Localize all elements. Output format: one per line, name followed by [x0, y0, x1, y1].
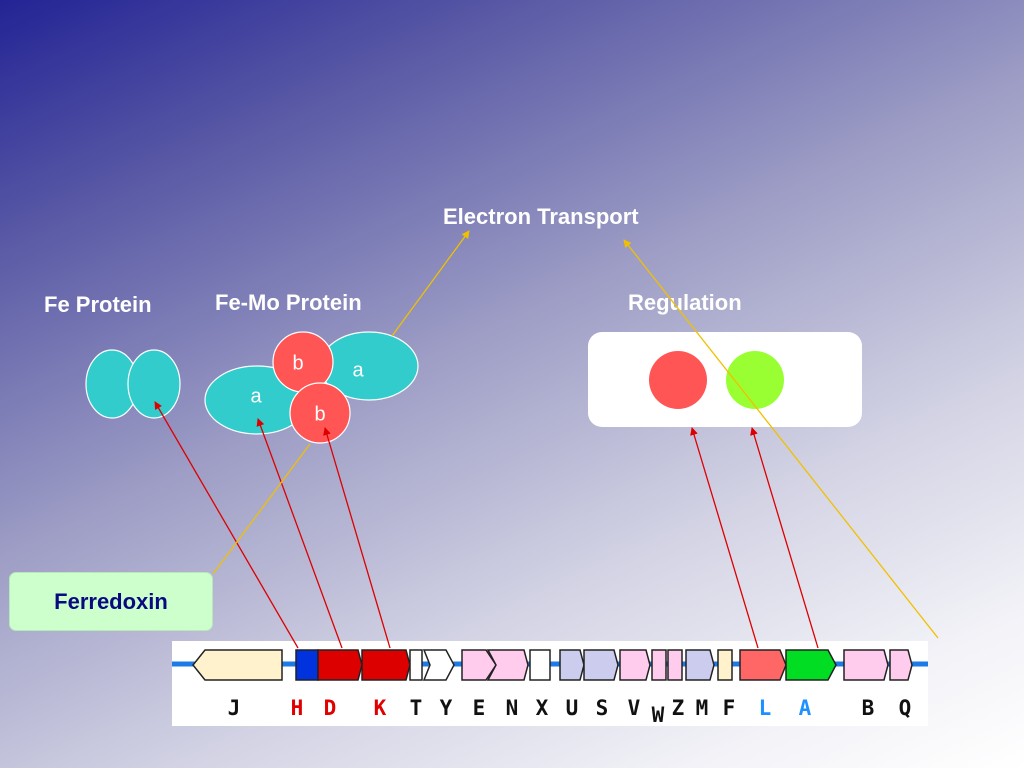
femo-subunit-b-lower-label: b	[314, 403, 326, 426]
gene-M	[685, 649, 715, 681]
femo-subunit-a-upper-label: a	[352, 359, 364, 382]
gene-letter: M	[695, 696, 709, 720]
gene-letter: Q	[898, 696, 912, 720]
gene-letter: F	[722, 696, 736, 720]
arrow-L-to-regulation-red	[690, 427, 759, 649]
gene-letter: J	[227, 696, 241, 720]
arrow-gene-to-electron-transport	[623, 239, 939, 639]
arrow-K-to-femo-b	[323, 427, 391, 649]
gene-S	[583, 649, 619, 681]
femo-protein-label: Fe-Mo Protein	[215, 290, 362, 315]
gene-N	[486, 649, 529, 681]
gene-L	[739, 649, 787, 681]
gene-K	[361, 649, 411, 681]
gene-letter: Y	[439, 696, 453, 720]
gene-letter: Z	[671, 696, 685, 720]
regulation-red-circle	[649, 351, 707, 409]
gene-letter: L	[758, 696, 772, 720]
gene-D	[317, 649, 363, 681]
gene-letter: D	[323, 696, 337, 720]
gene-letter: B	[861, 696, 875, 720]
gene-B	[843, 649, 889, 681]
gene-letter: H	[290, 696, 304, 720]
gene-F	[717, 649, 733, 681]
arrow-H-to-fe-protein	[154, 401, 299, 649]
gene-letter: K	[373, 696, 387, 720]
fe-protein-subunit-right	[127, 349, 181, 419]
arrow-D-to-femo-a	[256, 418, 343, 649]
gene-J	[192, 649, 283, 681]
gene-H	[295, 649, 319, 681]
gene-U	[559, 649, 585, 681]
femo-subunit-b-lower	[289, 382, 351, 444]
arrow-A-to-regulation-green	[750, 427, 819, 649]
gene-letter: W	[651, 703, 665, 727]
gene-letter: U	[565, 696, 579, 720]
gene-E	[461, 649, 497, 681]
gene-Y	[422, 649, 455, 681]
regulation-box	[588, 332, 862, 427]
gene-letter: X	[535, 696, 549, 720]
electron-transport-label: Electron Transport	[443, 204, 639, 229]
gene-letter: S	[595, 696, 609, 720]
gene-W	[651, 649, 667, 681]
gene-letter: E	[472, 696, 486, 720]
femo-subunit-b-upper-label: b	[292, 352, 304, 375]
gene-letter: N	[505, 696, 519, 720]
gene-T	[409, 649, 423, 681]
gene-A	[785, 649, 837, 681]
gene-V	[619, 649, 651, 681]
fe-protein-label: Fe Protein	[44, 292, 152, 317]
arrow-ferredoxin-to-femo	[212, 443, 311, 575]
ferredoxin-box: Ferredoxin	[9, 572, 213, 631]
gene-Z	[667, 649, 683, 681]
gene-letter: V	[627, 696, 641, 720]
gene-letter: A	[798, 696, 812, 720]
regulation-green-circle	[726, 351, 784, 409]
gene-letter: T	[409, 696, 423, 720]
femo-subunit-a-lower-label: a	[250, 385, 262, 408]
regulation-label: Regulation	[628, 290, 742, 315]
arrow-femo-to-electron-transport	[391, 230, 470, 337]
gene-X	[529, 649, 551, 681]
ferredoxin-label: Ferredoxin	[54, 588, 168, 614]
gene-Q	[889, 649, 913, 681]
